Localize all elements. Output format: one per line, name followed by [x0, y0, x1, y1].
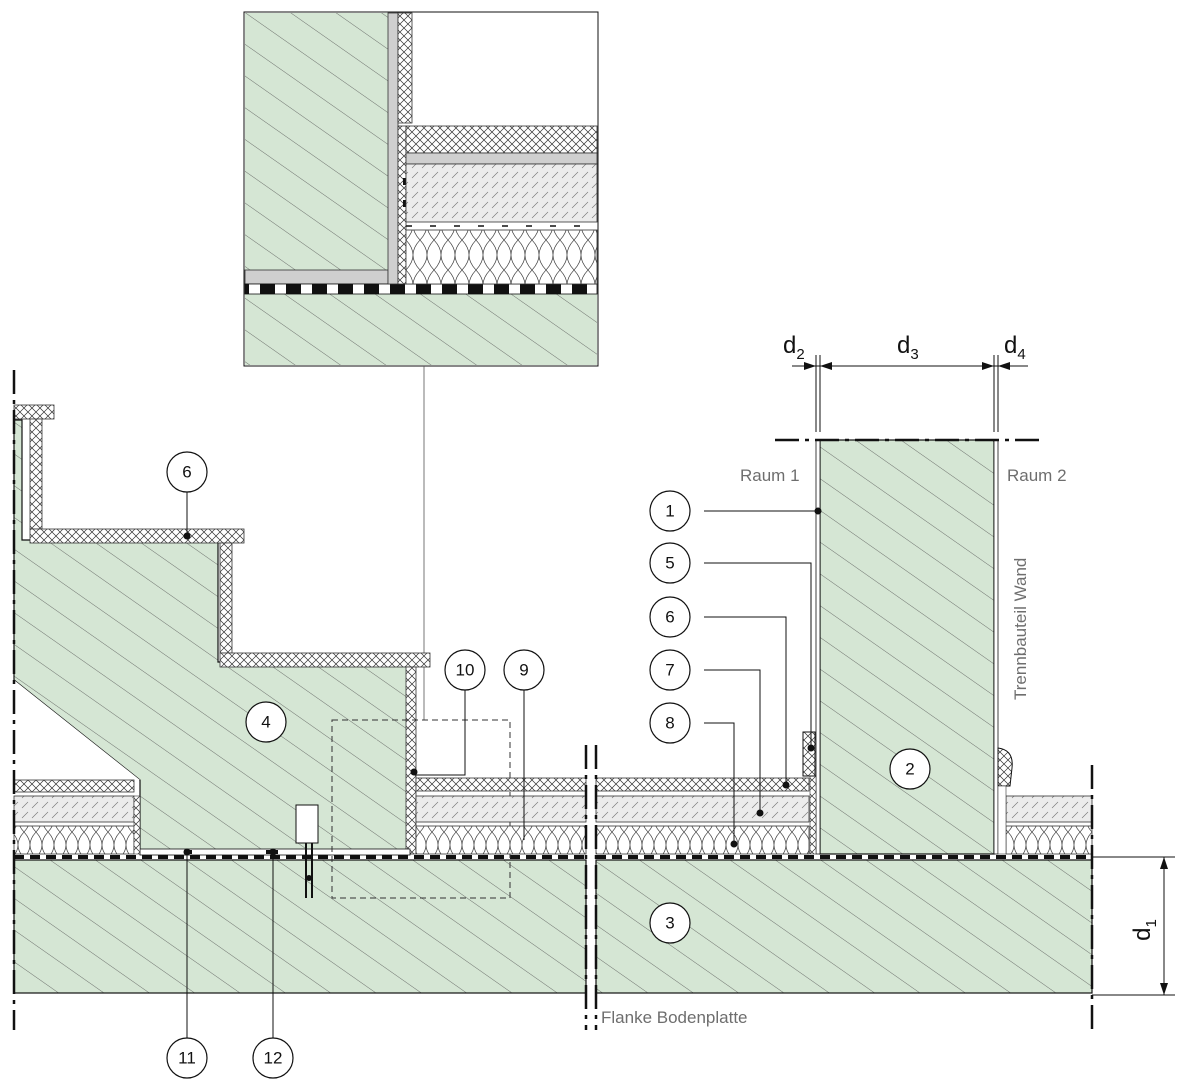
- label-raum-1: Raum 1: [740, 466, 800, 485]
- dim-d4: d4: [1004, 332, 1026, 363]
- base-slab: [13, 855, 1093, 994]
- callout-6b-circle: [649, 596, 691, 638]
- callout-11-circle: [166, 1037, 208, 1079]
- callout-2-circle: [889, 748, 931, 790]
- axis-lines: [12, 370, 1094, 1030]
- callout-4: 4: [261, 713, 270, 732]
- callout-1: 1: [665, 502, 674, 521]
- callout-9-circle: [503, 649, 545, 691]
- callout-6b: 6: [665, 608, 674, 627]
- label-raum-2: Raum 2: [1007, 466, 1067, 485]
- callout-7: 7: [665, 661, 674, 680]
- dim-d2: d2: [783, 332, 805, 363]
- callout-11: 11: [178, 1049, 196, 1068]
- callout-8: 8: [665, 714, 674, 733]
- dim-d1: d1: [1129, 919, 1160, 941]
- partition-wall: [802, 439, 1013, 855]
- callout-3: 3: [665, 914, 674, 933]
- callout-6a-circle: [166, 451, 208, 493]
- label-trennbauteil-wand: Trennbauteil Wand: [1011, 558, 1030, 700]
- callout-1-circle: [649, 490, 691, 532]
- callout-7-circle: [649, 649, 691, 691]
- callout-5-circle: [649, 542, 691, 584]
- callout-9: 9: [519, 661, 528, 680]
- callout-2: 2: [905, 760, 914, 779]
- callout-10-circle: [444, 649, 486, 691]
- dimension-lines: [792, 355, 1175, 996]
- callout-3-circle: [649, 902, 691, 944]
- callout-10: 10: [456, 661, 475, 680]
- callout-12-circle: [252, 1037, 294, 1079]
- leader-dots: [183, 507, 822, 856]
- dim-d3: d3: [897, 332, 919, 363]
- zoom-detail: [243, 11, 599, 720]
- callout-6a: 6: [182, 463, 191, 482]
- floor-buildup: [13, 777, 1093, 855]
- label-flanke-bodenplatte: Flanke Bodenplatte: [601, 1008, 748, 1027]
- callout-8-circle: [649, 702, 691, 744]
- callout-5: 5: [665, 554, 674, 573]
- callout-12: 12: [264, 1049, 283, 1068]
- callout-4-circle: [245, 701, 287, 743]
- stair: [13, 404, 511, 899]
